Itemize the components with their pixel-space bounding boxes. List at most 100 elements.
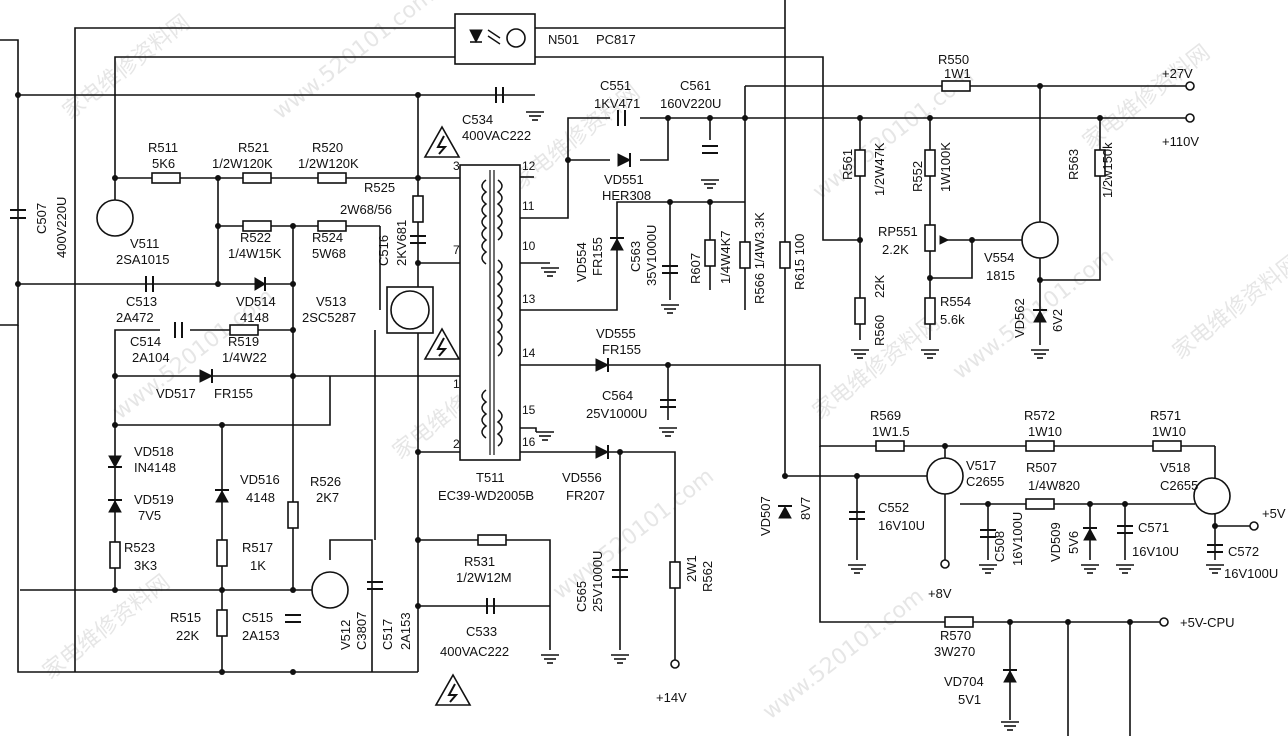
resistor-r572 [1025, 440, 1055, 452]
label-vd554: VD554 [574, 242, 589, 282]
label-r525: R525 [364, 180, 395, 195]
svg-text:10: 10 [522, 239, 536, 253]
label-vd562: VD562 [1012, 298, 1027, 338]
resistor-r517 [216, 539, 228, 567]
label-r561v: 1/2W47K [872, 142, 887, 196]
label-vd555v: FR155 [602, 342, 641, 357]
label-c564v: 25V1000U [586, 406, 647, 421]
svg-text:15: 15 [522, 403, 536, 417]
component-labels: C534 400VAC222 C551 1KV471 C561 160V220U… [34, 52, 1278, 707]
label-c508v: 16V100U [1010, 512, 1025, 566]
label-c561: C561 [680, 78, 711, 93]
resistor-r511 [151, 172, 181, 184]
label-v512: V512 [338, 620, 353, 650]
label-c513v: 2A472 [116, 310, 154, 325]
label-c515v: 2A153 [242, 628, 280, 643]
label-r523v: 3K3 [134, 558, 157, 573]
label-v518: V518 [1160, 460, 1190, 475]
label-vd562v: 6V2 [1050, 309, 1065, 332]
label-c561v: 160V220U [660, 96, 721, 111]
high-voltage-icon [424, 126, 460, 158]
svg-text:7: 7 [453, 243, 460, 257]
label-r560: R560 [872, 315, 887, 346]
label-r560v: 22K [872, 275, 887, 298]
label-vd514v: 4148 [240, 310, 269, 325]
label-v517: V517 [966, 458, 996, 473]
label-vd516v: 4148 [246, 490, 275, 505]
resistor-r550 [941, 80, 971, 92]
resistor-r531 [477, 534, 507, 546]
label-vd507v: 8V7 [798, 497, 813, 520]
rail-labels: +27V +110V +5V +5V-CPU +14V +8V [656, 66, 1286, 705]
label-r531v: 1/2W12M [456, 570, 512, 585]
resistor-r524 [317, 220, 347, 232]
resistor-r570 [944, 616, 974, 628]
label-v554: V554 [984, 250, 1014, 265]
resistor-r552 [924, 149, 936, 177]
transistor-v511 [96, 199, 134, 237]
watermark: 家电维修资料网 [1168, 250, 1288, 365]
resistor-r523 [109, 541, 121, 569]
label-t511-part: EC39-WD2005B [438, 488, 534, 503]
label-c572v: 16V100U [1224, 566, 1278, 581]
rail-5v: +5V [1262, 506, 1286, 521]
label-c513: C513 [126, 294, 157, 309]
label-r524: R524 [312, 230, 343, 245]
label-vd556: VD556 [562, 470, 602, 485]
wiring [0, 0, 1250, 736]
resistor-r519 [229, 324, 259, 336]
label-c516: C516 [376, 235, 391, 266]
label-r521: R521 [238, 140, 269, 155]
label-r562v: 2W1 [684, 555, 699, 582]
label-c552v: 16V10U [878, 518, 925, 533]
label-r563v: 1/2w150k [1100, 142, 1115, 198]
label-vd556v: FR207 [566, 488, 605, 503]
label-c565: C565 [574, 581, 589, 612]
resistor-r522 [242, 220, 272, 232]
resistor-r566 [739, 241, 751, 269]
resistor-r554 [924, 297, 936, 325]
label-c517: C517 [380, 619, 395, 650]
transformer-pins: 3 7 1 2 12 11 10 13 14 15 16 T511 EC39-W… [438, 159, 536, 503]
resistor-r521 [242, 172, 272, 184]
svg-text:12: 12 [522, 159, 536, 173]
label-c533: C533 [466, 624, 497, 639]
svg-text:1: 1 [453, 377, 460, 391]
label-r569: R569 [870, 408, 901, 423]
label-c563: C563 [628, 241, 643, 272]
label-c517v: 2A153 [398, 612, 413, 650]
transistor-v518 [1193, 477, 1231, 515]
label-r523: R523 [124, 540, 155, 555]
label-r519: R519 [228, 334, 259, 349]
label-vd509: VD509 [1048, 522, 1063, 562]
label-r519v: 1/4W22 [222, 350, 267, 365]
label-c514: C514 [130, 334, 161, 349]
label-r572v: 1W10 [1028, 424, 1062, 439]
label-rp551: RP551 [878, 224, 918, 239]
label-r515v: 22K [176, 628, 199, 643]
resistor-r563 [1094, 149, 1106, 177]
resistor-r615 [779, 241, 791, 269]
watermark: www.520101.com [268, 0, 439, 125]
label-r563: R563 [1066, 149, 1081, 180]
label-vd517v: FR155 [214, 386, 253, 401]
rail-5v-cpu: +5V-CPU [1180, 615, 1235, 630]
label-vd555: VD555 [596, 326, 636, 341]
label-r554v: 5.6k [940, 312, 965, 327]
label-r521v: 1/2W120K [212, 156, 273, 171]
label-r550v: 1W1 [944, 66, 971, 81]
label-r572: R572 [1024, 408, 1055, 423]
label-r607v: 1/4W4K7 [718, 231, 733, 284]
svg-text:3: 3 [453, 159, 460, 173]
label-r520: R520 [312, 140, 343, 155]
label-t511: T511 [476, 470, 505, 485]
label-c571v: 16V10U [1132, 544, 1179, 559]
label-r571: R571 [1150, 408, 1181, 423]
label-r554: R554 [940, 294, 971, 309]
label-c565v: 25V1000U [590, 551, 605, 612]
label-vd514: VD514 [236, 294, 276, 309]
resistor-r562 [669, 561, 681, 589]
label-c508: C508 [992, 531, 1007, 562]
svg-text:11: 11 [522, 199, 535, 213]
label-r526v: 2K7 [316, 490, 339, 505]
